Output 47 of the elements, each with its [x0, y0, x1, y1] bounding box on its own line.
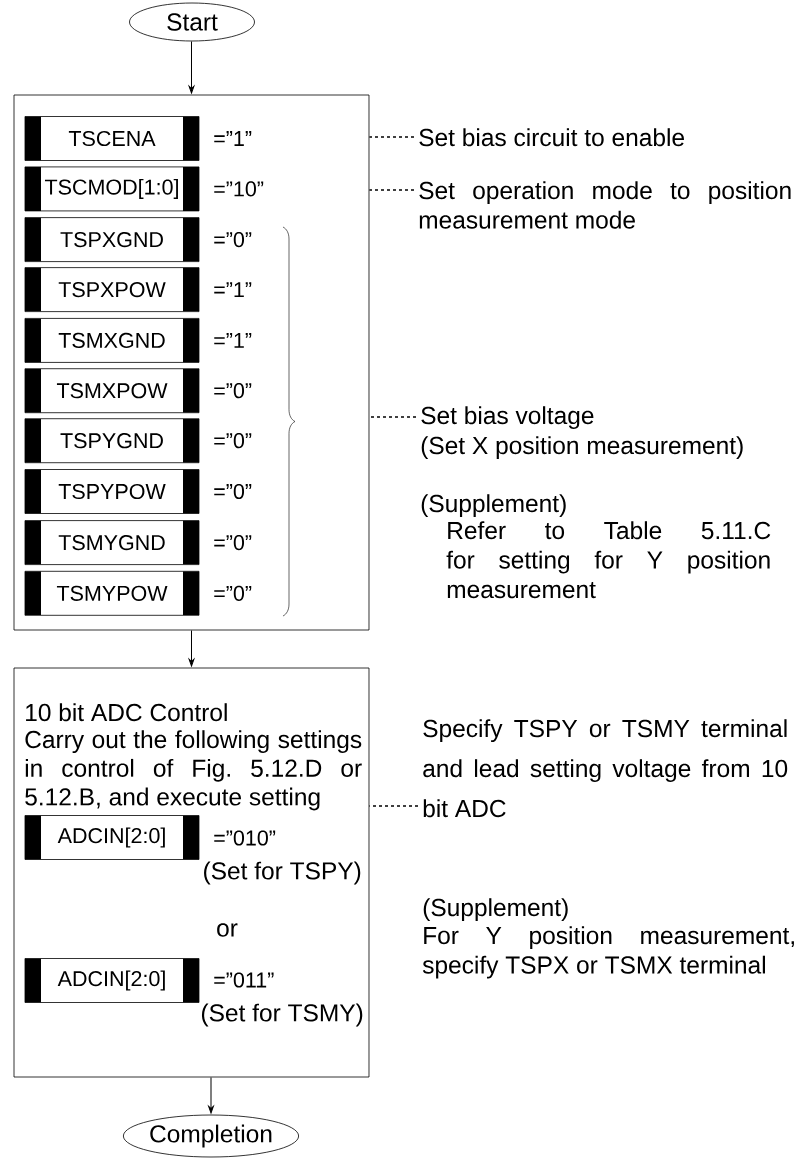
heading-text: 10 bit ADC Control — [26, 703, 227, 722]
value-text: =”1” — [214, 333, 252, 348]
register-box: TSPYPOW — [24, 469, 200, 514]
annotation-text: For Y position measurement, specify TSPX or TSMX terminal — [422, 926, 794, 979]
leader-line — [368, 805, 419, 807]
annotation-text: Refer to Table 5.11.C for setting for Y position measurement — [446, 521, 771, 599]
register-box: TSPYGND — [24, 418, 200, 464]
register-box: TSCMOD[1:0] — [24, 166, 200, 212]
annotation-text: Set operation mode to position measurement mode — [419, 181, 791, 229]
annotation-text: Set bias voltage — [421, 406, 594, 430]
register-box: TSMYGND — [24, 520, 200, 565]
annotation-text: Specify TSPY or TSMY terminal and lead setting voltage from 10 bit ADC — [423, 719, 788, 818]
register-box: TSMYPOW — [24, 570, 200, 616]
register-box: TSCENA — [24, 116, 200, 161]
register-box: ADCIN[2:0] — [24, 958, 200, 1003]
value-text: =”0” — [214, 535, 252, 551]
value-text: =”0” — [214, 483, 252, 500]
leader-line — [368, 416, 417, 418]
arrow — [188, 40, 195, 94]
annotation-text: Set bias circuit to enable — [419, 128, 684, 147]
value-text: =”0” — [214, 383, 252, 399]
value-text: =”1” — [214, 131, 252, 146]
register-box: TSPXPOW — [24, 267, 200, 312]
note-text: (Set for TSMY) — [201, 1003, 363, 1027]
value-text: =”1” — [214, 282, 252, 297]
register-box: TSMXGND — [24, 318, 200, 363]
value-text: =”0” — [214, 232, 252, 248]
arrow — [208, 1076, 214, 1114]
arrow — [188, 629, 195, 667]
value-text: =”10” — [214, 181, 264, 197]
value-text: =”010” — [214, 830, 276, 846]
annotation-text: (Supplement) — [423, 898, 568, 922]
process-box — [13, 667, 370, 1078]
register-box: TSMXPOW — [24, 368, 200, 414]
annotation-text: (Supplement) — [421, 494, 566, 518]
register-box: TSPXGND — [24, 217, 200, 262]
value-text: =”0” — [214, 585, 252, 601]
or-text: or — [217, 923, 238, 937]
register-box: ADCIN[2:0] — [24, 815, 200, 860]
process-box — [13, 94, 370, 631]
leader-line — [368, 189, 415, 191]
value-text: =”0” — [214, 433, 252, 449]
value-text: =”011” — [214, 972, 274, 988]
annotation-text: (Set X position measurement) — [421, 436, 743, 460]
leader-line — [368, 136, 415, 138]
body-text: Carry out the following settings in control of Fig. 5.12.D or 5.12.B, and execute setting — [25, 730, 362, 811]
note-text: (Set for TSPY) — [204, 861, 361, 885]
